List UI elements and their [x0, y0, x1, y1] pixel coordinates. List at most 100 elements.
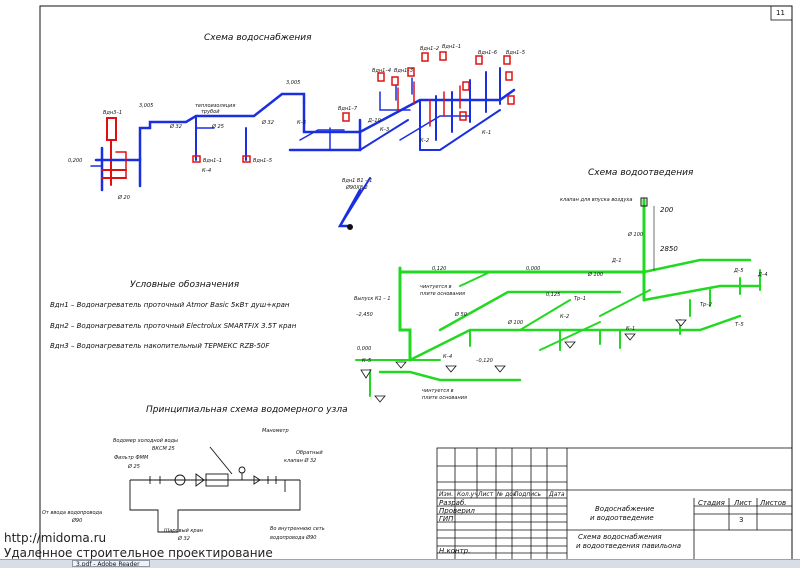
drain-unit-d1: Д–1: [612, 258, 622, 264]
drain-d100: Ø 100: [628, 232, 644, 238]
taskbar-tab-adobe-reader[interactable]: 3.pdf - Adobe Reader: [72, 560, 150, 567]
drain-unit-t5: Т–5: [735, 322, 744, 328]
top-unit-3: Вдн1–2: [420, 46, 440, 52]
stamp-razrab: Разраб.: [439, 499, 467, 507]
dim-2850: 2850: [660, 245, 678, 253]
meter-title: Принципиальная схема водомерного узла: [146, 405, 348, 415]
label-k2: К–2: [420, 138, 430, 144]
label-k5: К–5: [297, 120, 307, 126]
stamp-col-izm: Изм.: [439, 491, 454, 498]
drain-unit-k1: К–1: [626, 326, 636, 332]
taskbar: [0, 559, 800, 568]
dim-200: 200: [660, 206, 674, 214]
watermark-text: Удаленное строительное проектирование: [4, 546, 273, 560]
label-vdn3: Вдн3–1: [103, 110, 123, 116]
drain-unit-d5: Д–5: [734, 268, 744, 274]
top-unit-5: Вдн1–6: [478, 50, 498, 56]
meter-node: [129, 446, 301, 533]
stamp-sheet-1: Схема водоснабжения: [578, 533, 662, 541]
stamp-nkontr: Н.контр.: [439, 547, 471, 555]
heater-vdn3: [106, 117, 117, 141]
meter-model-label: ВКСМ 25: [152, 446, 175, 452]
stamp-proveril: Проверил: [439, 507, 475, 515]
drain-unit-k4: К–4: [443, 354, 453, 360]
label-vdn1-5: Вдн1–5: [253, 158, 273, 164]
elev-3005: 3,005: [139, 103, 154, 109]
check-valve-label: Обратный: [296, 450, 323, 456]
legend-item-3: Вдн3 – Водонагреватель накопительный ТЕР…: [50, 342, 270, 350]
stamp-list: Лист: [734, 499, 752, 507]
stamp-col-ndok: № док: [497, 491, 517, 498]
title-drain: Схема водоотведения: [588, 168, 694, 178]
drain-unit-tp2: Тр–2: [700, 302, 712, 308]
stamp-stadia: Стадия: [698, 499, 725, 507]
supply-scheme: [90, 51, 516, 230]
riser-diameter: Ø90Х8,2: [346, 185, 368, 191]
heater-vdn1: [192, 155, 201, 163]
stamp-list-value: 3: [739, 516, 744, 524]
outlet-label: Во внутреннюю сеть: [270, 526, 325, 532]
elev-3005b: 3,005: [286, 80, 301, 86]
top-unit-4: Вдн1–1: [442, 44, 462, 50]
elev-0200: 0,200: [68, 158, 83, 164]
elev-2450: –2,450: [356, 312, 373, 318]
top-unit-2: Вдн1–3: [394, 68, 414, 74]
supply-d20: Ø 20: [118, 195, 130, 201]
supply-d32b: Ø 32: [262, 120, 274, 126]
stamp-col-podp: Подпись: [514, 491, 541, 498]
drain-unit-tp1: Тр–1: [574, 296, 586, 302]
plita-label-1: чинтуется в: [420, 284, 452, 290]
elev-0120b: –0,120: [476, 358, 493, 364]
plita-label-1b: плите основания: [420, 291, 465, 297]
stamp-sheet-2: и водоотведения павильона: [576, 542, 682, 550]
drain-unit-k2: К–2: [560, 314, 570, 320]
heater-vdn1-5: [242, 155, 251, 163]
heat-insulation-label-2: трубой: [201, 109, 220, 115]
elev-0000b: 0,000: [357, 346, 372, 352]
elev-0000: 0,000: [526, 266, 541, 272]
ball-valve-label: Шаровый кран: [164, 528, 203, 534]
plita-label-2: чинтуется в: [422, 388, 454, 394]
stamp-listov: Листов: [760, 499, 787, 507]
stamp-object-1: Водоснабжение: [595, 505, 655, 513]
drain-scheme: [355, 197, 762, 403]
manometer-label: Манометр: [262, 428, 289, 434]
label-k1: К–1: [482, 130, 492, 136]
meter-cold-label: Водомер холодной воды: [113, 438, 178, 444]
drain-unit-d4: Д–4: [758, 272, 768, 278]
drain-d50: Ø 50: [455, 312, 467, 318]
filter-diameter: Ø 25: [128, 464, 140, 470]
legend-title: Условные обозначения: [130, 280, 240, 290]
check-valve-label-2: клапан Ø 32: [284, 458, 317, 464]
stamp-col-data: Дата: [549, 491, 565, 498]
drain-d100b: Ø 100: [588, 272, 604, 278]
elev-0120: 0,120: [432, 266, 447, 272]
top-unit-6: Вдн1–5: [506, 50, 526, 56]
sheet-number-box: [770, 5, 793, 21]
ball-valve-diameter: Ø 32: [178, 536, 190, 542]
top-unit-1: Вдн1–4: [372, 68, 392, 74]
heat-insulation-label: теплоизоляция: [195, 103, 236, 109]
stamp-col-kol: Кол.уч: [457, 491, 478, 498]
stamp-object-2: и водоотведение: [590, 514, 654, 522]
elev-0125: 0,125: [546, 292, 561, 298]
label-d10: Д–10: [368, 118, 381, 124]
vent-valve-label: клапан для впуска воздуха: [560, 197, 633, 203]
label-vdn1: Вдн1–1: [203, 158, 223, 164]
filter-label: Фильтр ФММ: [114, 455, 149, 461]
inlet-diameter: Ø90: [72, 518, 83, 524]
supply-d32: Ø 32: [170, 124, 182, 130]
drain-d100c: Ø 100: [508, 320, 524, 326]
drain-unit-k5: К–5: [362, 358, 372, 364]
riser-label: Вдн1 В1 – 1: [342, 178, 373, 184]
legend-item-2: Вдн2 – Водонагреватель проточный Electro…: [50, 322, 297, 330]
sheet-number: 11: [776, 9, 785, 17]
legend-item-1: Вдн1 – Водонагреватель проточный Atmor B…: [50, 301, 290, 309]
outlet-diameter: водопровода Ø90: [270, 535, 317, 541]
label-k4: К–4: [202, 168, 212, 174]
outlet-k1-label: Выпуск К1 – 1: [354, 296, 391, 302]
watermark-url[interactable]: http://midoma.ru: [4, 531, 107, 545]
label-k3: К–3: [380, 127, 390, 133]
top-unit-7: Вдн1–7: [338, 106, 358, 112]
